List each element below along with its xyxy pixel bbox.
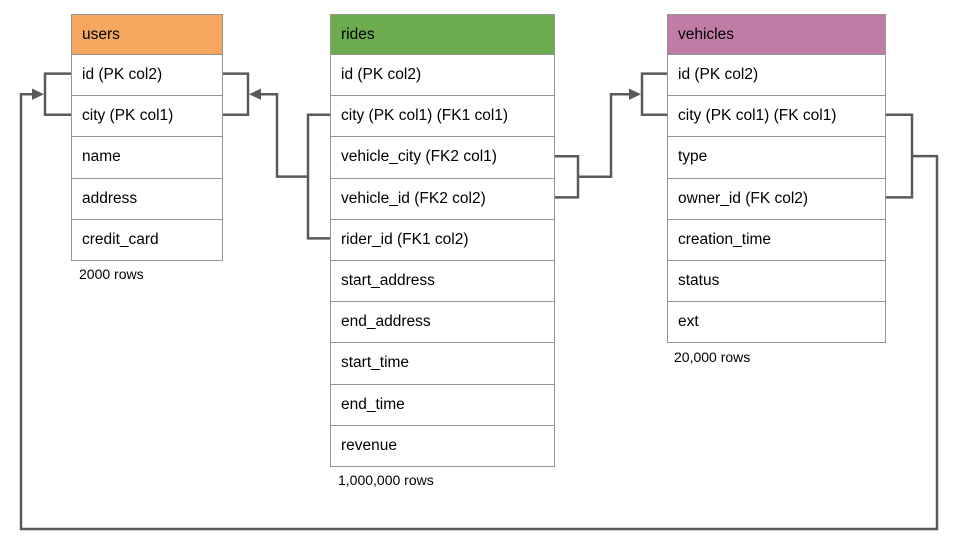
table-row: revenue [331,424,554,466]
table-vehicles-header: vehicles [668,15,885,54]
table-row: id (PK col2) [72,54,222,96]
table-row: end_time [331,383,554,425]
table-row: id (PK col2) [331,54,554,96]
table-users-header: users [72,15,222,54]
rides-right-bracket [554,154,580,199]
table-rides-header: rides [331,15,554,54]
row-count-rides: 1,000,000 rows [338,472,434,488]
table-row: city (PK col1) [72,95,222,137]
users-right-bracket [222,72,250,117]
fk2-connector [554,72,667,199]
table-row: city (PK col1) (FK col1) [668,95,885,137]
fk1-link-line [261,92,308,178]
users-left-bracket [43,72,71,117]
table-row: start_address [331,259,554,302]
table-row: status [668,259,885,302]
table-users: users id (PK col2) city (PK col1) name a… [71,14,223,261]
arrow-head-left [249,88,261,100]
row-count-vehicles: 20,000 rows [674,349,751,365]
table-row: creation_time [668,218,885,260]
fk1-connector [222,72,330,240]
row-count-users: 2000 rows [79,266,144,282]
table-row: start_time [331,342,554,384]
vehicles-left-bracket [640,72,667,117]
fk2-link-line [578,92,629,179]
table-row: id (PK col2) [668,54,885,96]
table-row: end_address [331,301,554,343]
table-row: vehicle_id (FK2 col2) [331,177,554,219]
table-row: owner_id (FK col2) [668,177,885,219]
table-row: name [72,136,222,178]
rides-left-bracket [306,113,330,240]
table-row: credit_card [72,218,222,260]
table-row: address [72,177,222,219]
table-row: type [668,136,885,178]
table-vehicles: vehicles id (PK col2) city (PK col1) (FK… [667,14,886,344]
table-row: vehicle_city (FK2 col1) [331,136,554,178]
table-rides: rides id (PK col2) city (PK col1) (FK1 c… [330,14,555,467]
table-row: ext [668,301,885,343]
table-row: city (PK col1) (FK1 col1) [331,95,554,137]
table-row: rider_id (FK1 col2) [331,218,554,260]
arrow-head-right [629,88,641,100]
vehicles-right-bracket [885,113,914,199]
arrow-head-right [32,88,44,100]
